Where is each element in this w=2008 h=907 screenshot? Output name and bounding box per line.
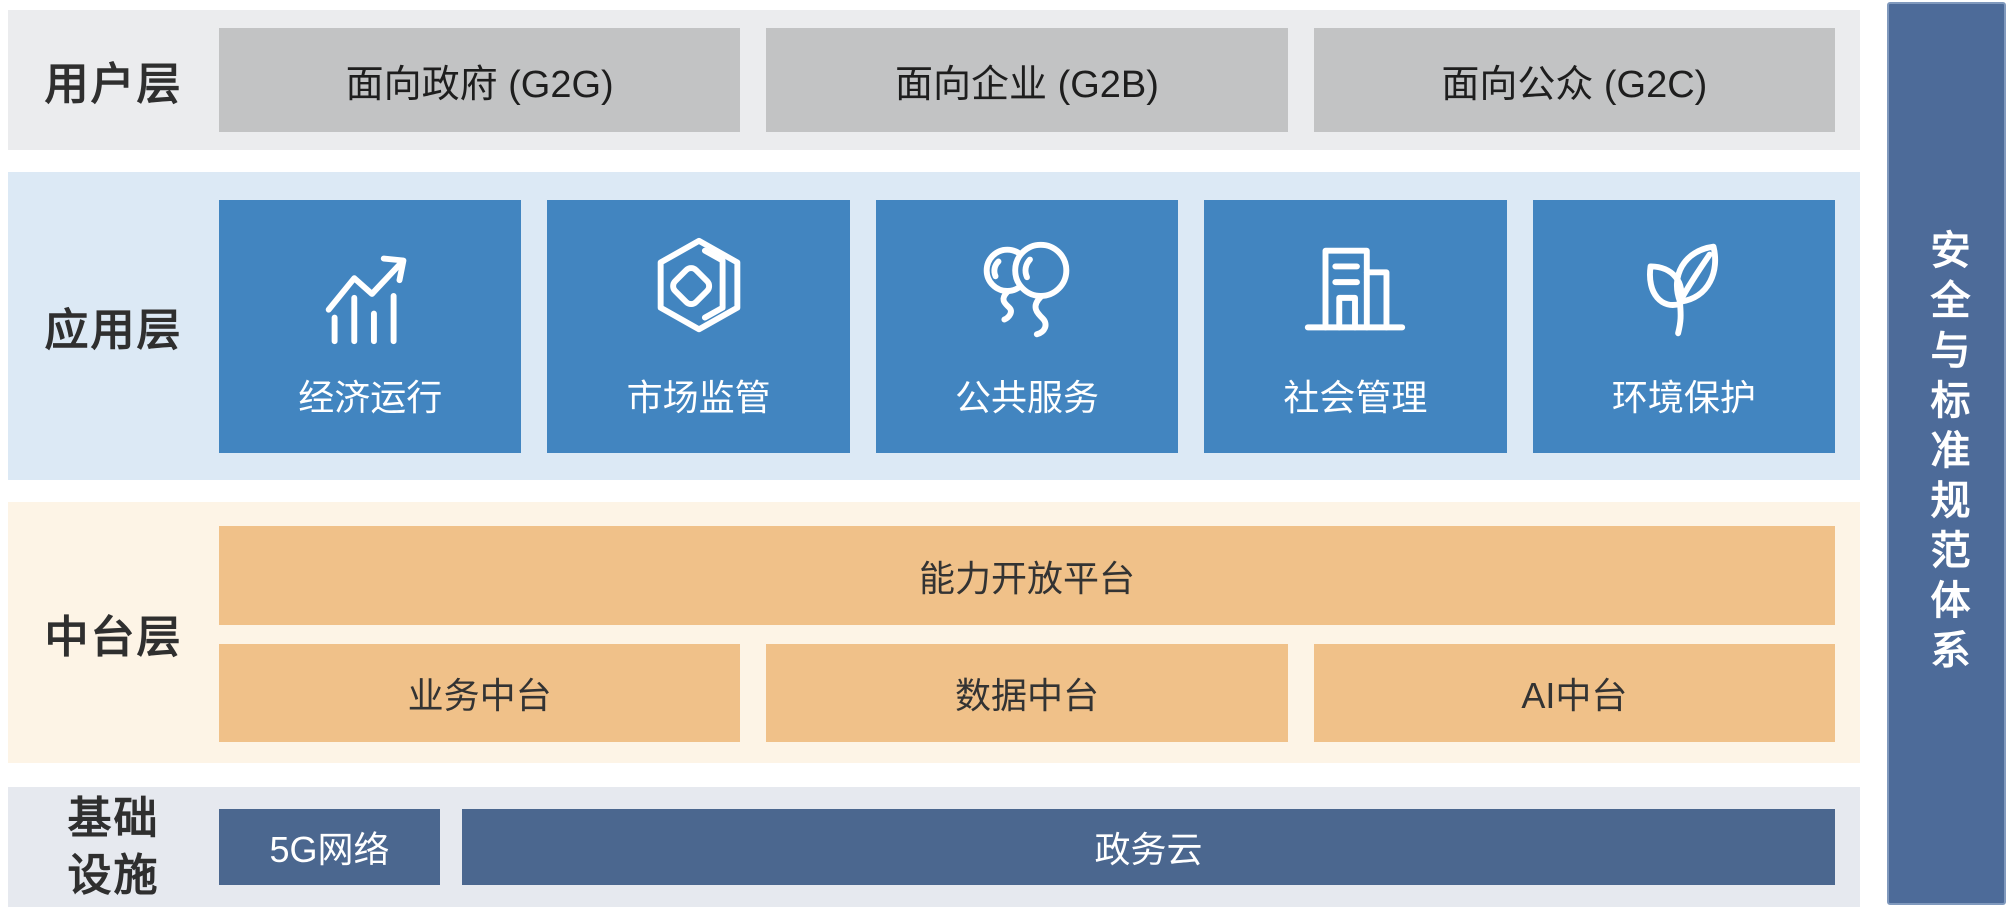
layer-middle-label: 中台层 [44, 612, 183, 662]
app-box-label: 公共服务 [955, 377, 1100, 418]
app-box-economy: 经济运行 [219, 199, 522, 453]
app-box-label: 市场监管 [626, 377, 771, 418]
layer-infrastructure-label-text: 基础设施 [67, 793, 160, 900]
balloons-icon [983, 241, 1070, 338]
layer-user: 用户层 面向政府 (G2G) 面向企业 (G2B) 面向公众 (G2C) [8, 10, 1860, 150]
trend-chart-icon [325, 255, 407, 345]
layer-infrastructure-label: 基础设施 [8, 787, 219, 907]
app-box-label: 环境保护 [1611, 377, 1756, 418]
app-box-environment: 环境保护 [1532, 199, 1836, 453]
layer-middle-content: 能力开放平台 业务中台 数据中台 AI中台 [219, 502, 1860, 763]
layer-middle: 中台层 能力开放平台 业务中台 数据中台 AI中台 [8, 502, 1860, 763]
infra-box-5g-network: 5G网络 [219, 809, 440, 885]
hexagon-cube-icon [657, 237, 740, 333]
middle-box-data: 数据中台 [766, 644, 1288, 742]
layer-application-content: 经济运行 市场监管 公共服务 [219, 172, 1860, 480]
layer-infrastructure: 基础设施 5G网络 政务云 [8, 787, 1860, 907]
layer-user-content: 面向政府 (G2G) 面向企业 (G2B) 面向公众 (G2C) [219, 10, 1860, 150]
app-box-public-service: 公共服务 [875, 199, 1179, 453]
middle-platform-row: 业务中台 数据中台 AI中台 [219, 644, 1835, 742]
user-box-g2g: 面向政府 (G2G) [219, 28, 741, 132]
app-box-label: 社会管理 [1283, 377, 1428, 418]
buildings-icon [1305, 247, 1406, 331]
middle-box-ai: AI中台 [1313, 644, 1835, 742]
user-box-g2b: 面向企业 (G2B) [766, 28, 1288, 132]
app-box-social: 社会管理 [1204, 199, 1507, 453]
user-box-g2c: 面向公众 (G2C) [1313, 28, 1835, 132]
app-box-market: 市场监管 [547, 199, 850, 453]
middle-box-business: 业务中台 [219, 644, 741, 742]
security-standards-bar-label: 安全与标准规范体系 [1924, 228, 1969, 679]
layer-application-label: 应用层 [44, 306, 183, 355]
layer-application: 应用层 经济运行 市场监管 [8, 172, 1860, 480]
app-box-label: 经济运行 [298, 377, 443, 418]
layer-infrastructure-content: 5G网络 政务云 [219, 787, 1860, 907]
security-standards-bar: 安全与标准规范体系 [1887, 2, 2006, 905]
layer-user-label: 用户层 [44, 60, 183, 109]
capability-platform-box: 能力开放平台 [219, 526, 1835, 625]
leaves-icon [1646, 243, 1718, 337]
infra-box-gov-cloud: 政务云 [462, 809, 1835, 885]
